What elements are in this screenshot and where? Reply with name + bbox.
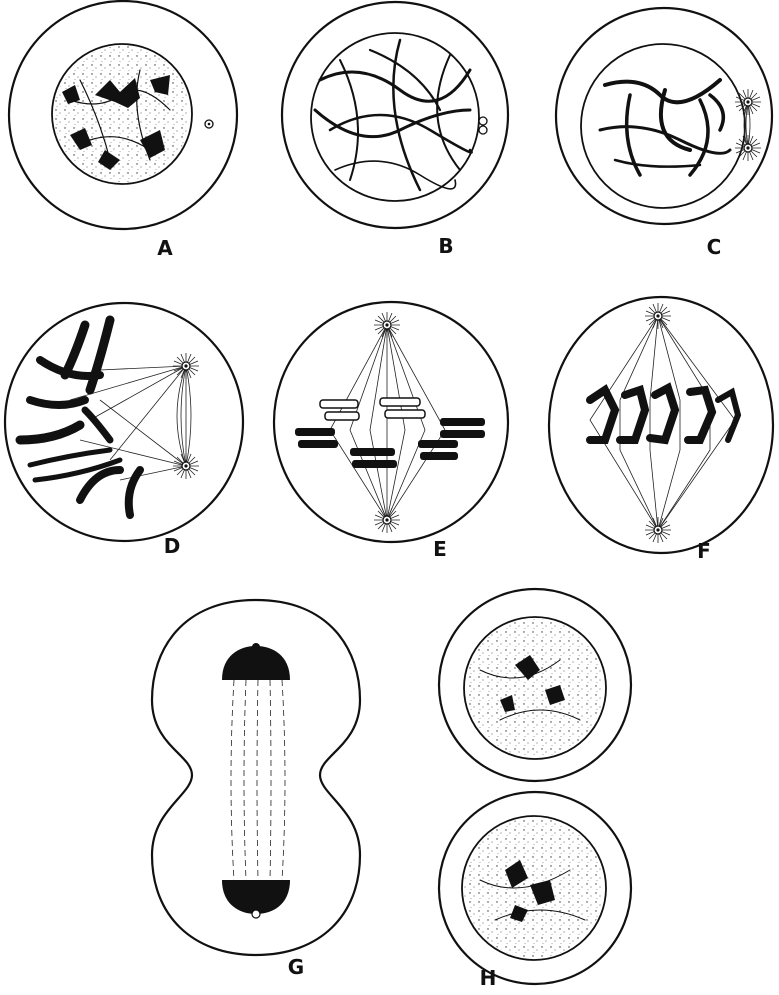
panel-b: B	[282, 2, 508, 258]
panel-d: D	[5, 303, 243, 558]
centrosome-icon	[205, 120, 213, 128]
panel-f: F	[549, 297, 773, 563]
panel-label-b: B	[438, 234, 453, 258]
panel-label-c: C	[707, 235, 722, 259]
panel-label-g: G	[288, 955, 304, 979]
panel-label-h: H	[480, 966, 497, 990]
panel-c: C	[556, 8, 772, 259]
panel-label-e: E	[433, 537, 447, 561]
panel-label-f: F	[697, 539, 711, 563]
panel-label-a: A	[157, 236, 173, 260]
panel-g: G	[152, 600, 360, 979]
panel-e: E	[274, 302, 508, 561]
panel-h: H	[439, 589, 631, 990]
daughter-cell-bottom	[439, 792, 631, 984]
daughter-cell-top	[439, 589, 631, 781]
panel-label-d: D	[164, 534, 181, 558]
panel-a: A	[9, 1, 237, 260]
